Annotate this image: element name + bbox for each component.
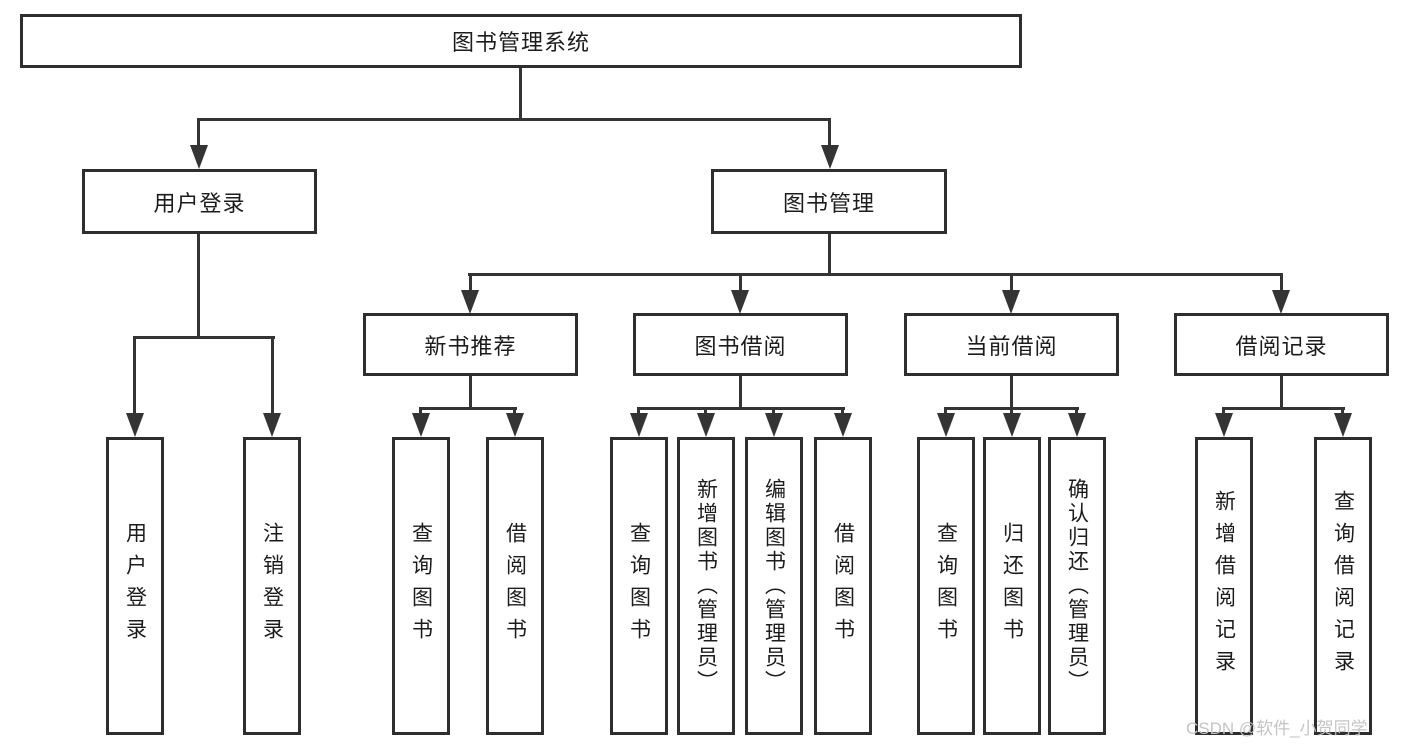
arrowhead-icon bbox=[937, 413, 955, 437]
arrowhead-icon bbox=[821, 145, 839, 169]
connector-line bbox=[739, 273, 742, 293]
arrowhead-icon bbox=[263, 413, 281, 437]
node-label: 当前借阅 bbox=[965, 333, 1058, 359]
node-label: 图书管理系统 bbox=[451, 30, 590, 55]
leaf-borrow-books-recommend: 借阅图书 bbox=[486, 437, 544, 735]
connector-line bbox=[133, 336, 275, 339]
leaf-label: 用户登录 bbox=[123, 522, 147, 650]
node-book-management: 图书管理 bbox=[711, 169, 947, 234]
node-label: 图书管理 bbox=[782, 190, 875, 216]
leaf-query-books-borrowing: 查询图书 bbox=[610, 437, 668, 735]
leaf-query-books-recommend: 查询图书 bbox=[392, 437, 450, 735]
connector-line bbox=[704, 407, 707, 417]
connector-line bbox=[637, 407, 845, 410]
leaf-label: 查询图书 bbox=[409, 522, 433, 650]
node-current-borrowing: 当前借阅 bbox=[904, 313, 1119, 376]
arrowhead-icon bbox=[630, 413, 648, 437]
leaf-label: 借阅图书 bbox=[503, 522, 527, 650]
leaf-user-login: 用户登录 bbox=[106, 437, 164, 735]
connector-line bbox=[1222, 407, 1345, 410]
connector-line bbox=[772, 407, 775, 417]
leaf-borrow-books-borrowing: 借阅图书 bbox=[814, 437, 872, 735]
connector-line bbox=[197, 118, 200, 148]
node-book-borrowing: 图书借阅 bbox=[633, 313, 848, 376]
leaf-label: 查询图书 bbox=[934, 522, 958, 650]
arrowhead-icon bbox=[1068, 413, 1086, 437]
connector-line bbox=[1075, 407, 1078, 417]
connector-line bbox=[841, 407, 844, 417]
leaf-query-books-current: 查询图书 bbox=[917, 437, 975, 735]
connector-line bbox=[468, 273, 1283, 276]
leaf-label: 新增借阅记录 bbox=[1212, 490, 1236, 682]
node-borrowing-records: 借阅记录 bbox=[1174, 313, 1389, 376]
connector-line bbox=[828, 234, 831, 275]
connector-line bbox=[469, 376, 472, 409]
leaf-label: 借阅图书 bbox=[831, 522, 855, 650]
connector-line bbox=[519, 68, 522, 120]
leaf-label: 查询借阅记录 bbox=[1331, 490, 1355, 682]
connector-line bbox=[637, 407, 640, 417]
leaf-label: 编辑图书（管理员） bbox=[762, 478, 786, 694]
node-library-management-system: 图书管理系统 bbox=[20, 14, 1022, 68]
connector-line bbox=[944, 407, 947, 417]
leaf-edit-books-admin: 编辑图书（管理员） bbox=[745, 437, 803, 735]
arrowhead-icon bbox=[731, 290, 749, 314]
connector-line bbox=[197, 234, 200, 338]
connector-line bbox=[1010, 376, 1013, 409]
leaf-label: 新增图书（管理员） bbox=[694, 478, 718, 694]
node-user-login: 用户登录 bbox=[82, 169, 317, 234]
arrowhead-icon bbox=[834, 413, 852, 437]
connector-line bbox=[419, 407, 517, 410]
connector-line bbox=[271, 336, 274, 415]
leaf-label: 归还图书 bbox=[1000, 522, 1024, 650]
connector-line bbox=[1280, 376, 1283, 409]
connector-line bbox=[828, 118, 831, 148]
connector-line bbox=[1341, 407, 1344, 417]
leaf-add-books-admin: 新增图书（管理员） bbox=[677, 437, 735, 735]
node-new-book-recommendation: 新书推荐 bbox=[363, 313, 578, 376]
connector-line bbox=[469, 273, 472, 293]
leaf-confirm-return-admin: 确认归还（管理员） bbox=[1048, 437, 1106, 735]
csdn-watermark: CSDN @软件_小贺同学 bbox=[1186, 719, 1368, 738]
arrowhead-icon bbox=[1002, 290, 1020, 314]
arrowhead-icon bbox=[697, 413, 715, 437]
arrowhead-icon bbox=[1215, 413, 1233, 437]
leaf-query-borrow-record: 查询借阅记录 bbox=[1314, 437, 1372, 735]
leaf-label: 确认归还（管理员） bbox=[1065, 478, 1089, 694]
connector-line bbox=[1010, 407, 1013, 417]
leaf-logout: 注销登录 bbox=[243, 437, 301, 735]
leaf-return-books: 归还图书 bbox=[983, 437, 1041, 735]
node-label: 借阅记录 bbox=[1235, 333, 1328, 359]
arrowhead-icon bbox=[506, 413, 524, 437]
arrowhead-icon bbox=[190, 145, 208, 169]
connector-line bbox=[197, 118, 831, 121]
arrowhead-icon bbox=[412, 413, 430, 437]
leaf-add-borrow-record: 新增借阅记录 bbox=[1195, 437, 1253, 735]
connector-line bbox=[1222, 407, 1225, 417]
arrowhead-icon bbox=[461, 290, 479, 314]
connector-line bbox=[133, 336, 136, 415]
leaf-label: 查询图书 bbox=[627, 522, 651, 650]
node-label: 图书借阅 bbox=[694, 333, 787, 359]
connector-line bbox=[739, 376, 742, 409]
node-label: 新书推荐 bbox=[424, 333, 517, 359]
connector-line bbox=[1010, 273, 1013, 293]
arrowhead-icon bbox=[1272, 290, 1290, 314]
connector-line bbox=[513, 407, 516, 417]
arrowhead-icon bbox=[1334, 413, 1352, 437]
connector-line bbox=[419, 407, 422, 417]
arrowhead-icon bbox=[1003, 413, 1021, 437]
node-label: 用户登录 bbox=[153, 190, 246, 216]
leaf-label: 注销登录 bbox=[260, 522, 284, 650]
connector-line bbox=[1280, 273, 1283, 293]
arrowhead-icon bbox=[765, 413, 783, 437]
arrowhead-icon bbox=[126, 413, 144, 437]
